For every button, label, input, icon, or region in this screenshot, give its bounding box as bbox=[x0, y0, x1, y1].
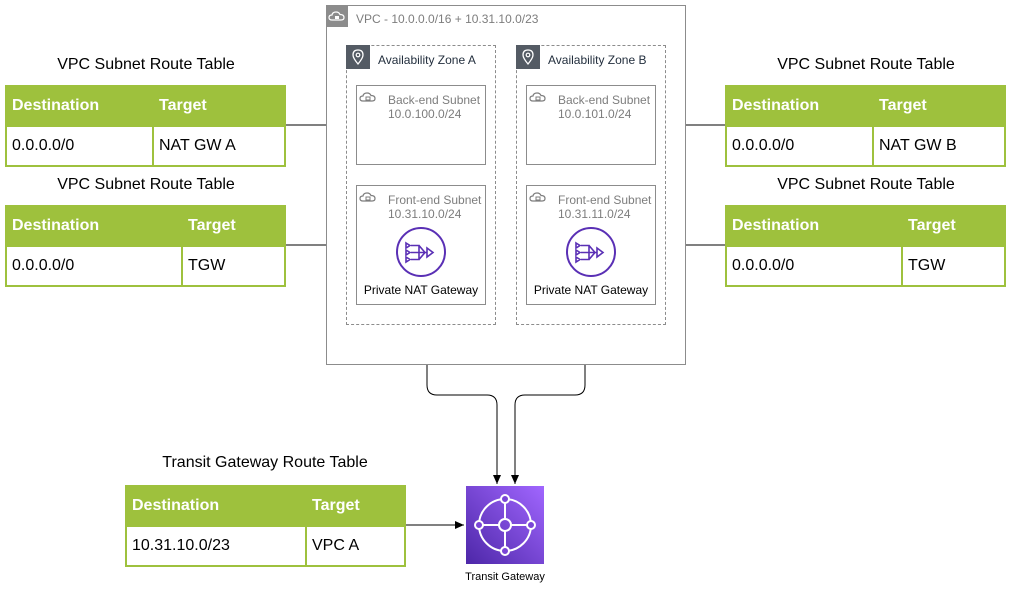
table-header-row: Destination Target bbox=[725, 205, 1006, 247]
frontend-subnet-a bbox=[356, 185, 486, 305]
table-row: 0.0.0.0/0 NAT GW B bbox=[725, 125, 1006, 167]
backend-subnet-b-name: Back-end Subnet bbox=[558, 93, 651, 107]
transit-gateway-icon bbox=[466, 486, 544, 564]
column-header-destination: Destination bbox=[725, 85, 874, 127]
route-table-top-left: Destination Target 0.0.0.0/0 NAT GW A bbox=[5, 85, 286, 167]
table-header-row: Destination Target bbox=[725, 85, 1006, 127]
route-table-tgw: Destination Target 10.31.10.0/23 VPC A bbox=[125, 485, 406, 567]
nat-gateway-a-label: Private NAT Gateway bbox=[363, 283, 479, 297]
cell-destination: 0.0.0.0/0 bbox=[725, 245, 903, 287]
frontend-subnet-b bbox=[526, 185, 656, 305]
route-table-caption: VPC Subnet Route Table bbox=[777, 176, 955, 193]
backend-subnet-a-cidr: 10.0.100.0/24 bbox=[388, 107, 462, 121]
table-header-row: Destination Target bbox=[125, 485, 406, 527]
az-b-label: Availability Zone B bbox=[548, 53, 647, 67]
cell-target: NAT GW A bbox=[152, 125, 286, 167]
subnet-cloud-lock-icon bbox=[357, 186, 379, 208]
tgw-route-table-caption: Transit Gateway Route Table bbox=[162, 454, 368, 471]
route-table-caption: VPC Subnet Route Table bbox=[57, 56, 235, 73]
backend-subnet-b-cidr: 10.0.101.0/24 bbox=[558, 107, 632, 121]
column-header-destination: Destination bbox=[725, 205, 903, 247]
cell-destination: 0.0.0.0/0 bbox=[5, 245, 183, 287]
column-header-destination: Destination bbox=[5, 85, 154, 127]
frontend-subnet-b-cidr: 10.31.11.0/24 bbox=[558, 207, 631, 221]
availability-zone-b bbox=[516, 45, 666, 325]
column-header-destination: Destination bbox=[5, 205, 183, 247]
transit-gateway-label: Transit Gateway bbox=[465, 571, 545, 583]
cell-target: TGW bbox=[901, 245, 1006, 287]
column-header-destination: Destination bbox=[125, 485, 307, 527]
connector-nat-a-to-tgw bbox=[426, 305, 501, 484]
backend-subnet-a-name: Back-end Subnet bbox=[388, 93, 481, 107]
route-table-mid-right: Destination Target 0.0.0.0/0 TGW bbox=[725, 205, 1006, 287]
table-row: 10.31.10.0/23 VPC A bbox=[125, 525, 406, 567]
subnet-cloud-lock-icon bbox=[357, 86, 379, 108]
cell-target: TGW bbox=[181, 245, 286, 287]
cell-destination: 0.0.0.0/0 bbox=[5, 125, 154, 167]
availability-zone-a bbox=[346, 45, 496, 325]
table-header-row: Destination Target bbox=[5, 85, 286, 127]
route-table-caption: VPC Subnet Route Table bbox=[777, 56, 955, 73]
backend-subnet-b bbox=[526, 85, 656, 165]
vpc-cloud-lock-icon bbox=[326, 5, 348, 27]
cell-destination: 0.0.0.0/0 bbox=[725, 125, 874, 167]
nat-gateway-b-label: Private NAT Gateway bbox=[533, 283, 649, 297]
table-row: 0.0.0.0/0 TGW bbox=[5, 245, 286, 287]
table-row: 0.0.0.0/0 NAT GW A bbox=[5, 125, 286, 167]
column-header-target: Target bbox=[901, 205, 1006, 247]
subnet-cloud-lock-icon bbox=[527, 86, 549, 108]
cell-target: NAT GW B bbox=[872, 125, 1006, 167]
cell-target: VPC A bbox=[305, 525, 406, 567]
nat-gateway-icon bbox=[565, 226, 617, 278]
cell-destination: 10.31.10.0/23 bbox=[125, 525, 307, 567]
frontend-subnet-b-name: Front-end Subnet bbox=[558, 193, 652, 207]
location-pin-icon bbox=[346, 45, 370, 69]
az-a-label: Availability Zone A bbox=[378, 53, 476, 67]
vpc-label: VPC - 10.0.0.0/16 + 10.31.10.0/23 bbox=[356, 12, 539, 26]
frontend-subnet-a-cidr: 10.31.10.0/24 bbox=[388, 207, 462, 221]
column-header-target: Target bbox=[181, 205, 286, 247]
route-table-top-right: Destination Target 0.0.0.0/0 NAT GW B bbox=[725, 85, 1006, 167]
column-header-target: Target bbox=[152, 85, 286, 127]
connector-nat-b-to-tgw bbox=[511, 305, 586, 484]
location-pin-icon bbox=[516, 45, 540, 69]
backend-subnet-a bbox=[356, 85, 486, 165]
route-table-caption: VPC Subnet Route Table bbox=[57, 176, 235, 193]
subnet-cloud-lock-icon bbox=[527, 186, 549, 208]
nat-gateway-icon bbox=[395, 226, 447, 278]
frontend-subnet-a-name: Front-end Subnet bbox=[388, 193, 482, 207]
table-header-row: Destination Target bbox=[5, 205, 286, 247]
table-row: 0.0.0.0/0 TGW bbox=[725, 245, 1006, 287]
route-table-mid-left: Destination Target 0.0.0.0/0 TGW bbox=[5, 205, 286, 287]
column-header-target: Target bbox=[305, 485, 406, 527]
column-header-target: Target bbox=[872, 85, 1006, 127]
